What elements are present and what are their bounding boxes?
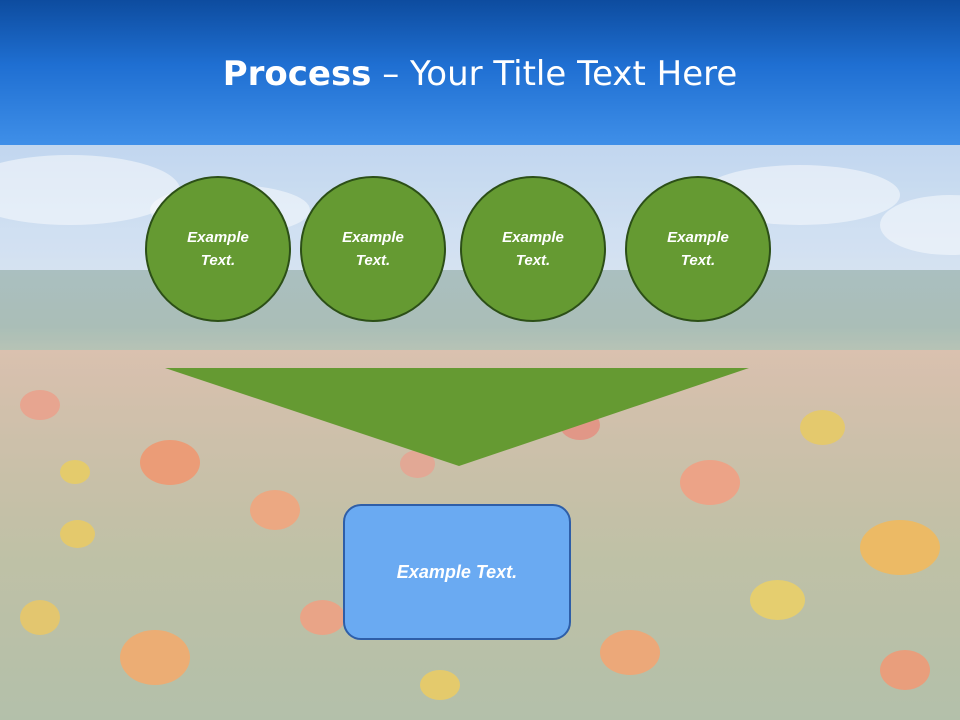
slide-title-bold: Process [222,54,372,94]
flower [750,580,805,620]
flower [420,670,460,700]
process-circle-text: Example Text. [502,229,564,269]
process-circle-text: Example Text. [342,229,404,269]
flower [60,460,90,484]
process-circle-4: Example Text. [625,176,771,322]
slide-title: Process – Your Title Text Here [0,52,960,96]
flower [860,520,940,575]
flower [880,650,930,690]
flower [800,410,845,445]
process-circle-2: Example Text. [300,176,446,322]
slide-title-rest: – Your Title Text Here [371,54,738,94]
process-circle-text: Example Text. [667,229,729,269]
funnel-triangle [165,368,749,466]
title-banner [0,0,960,145]
process-circle-1: Example Text. [145,176,291,322]
flower [300,600,345,635]
flower [120,630,190,685]
result-text: Example Text. [396,561,518,582]
flower [600,630,660,675]
flower [680,460,740,505]
flower [140,440,200,485]
process-circle-text: Example Text. [187,229,249,269]
flower [20,390,60,420]
flower [20,600,60,635]
flower [60,520,95,548]
flower [250,490,300,530]
funnel-arrow [165,368,749,466]
process-circle-3: Example Text. [460,176,606,322]
result-box: Example Text. [343,504,571,640]
